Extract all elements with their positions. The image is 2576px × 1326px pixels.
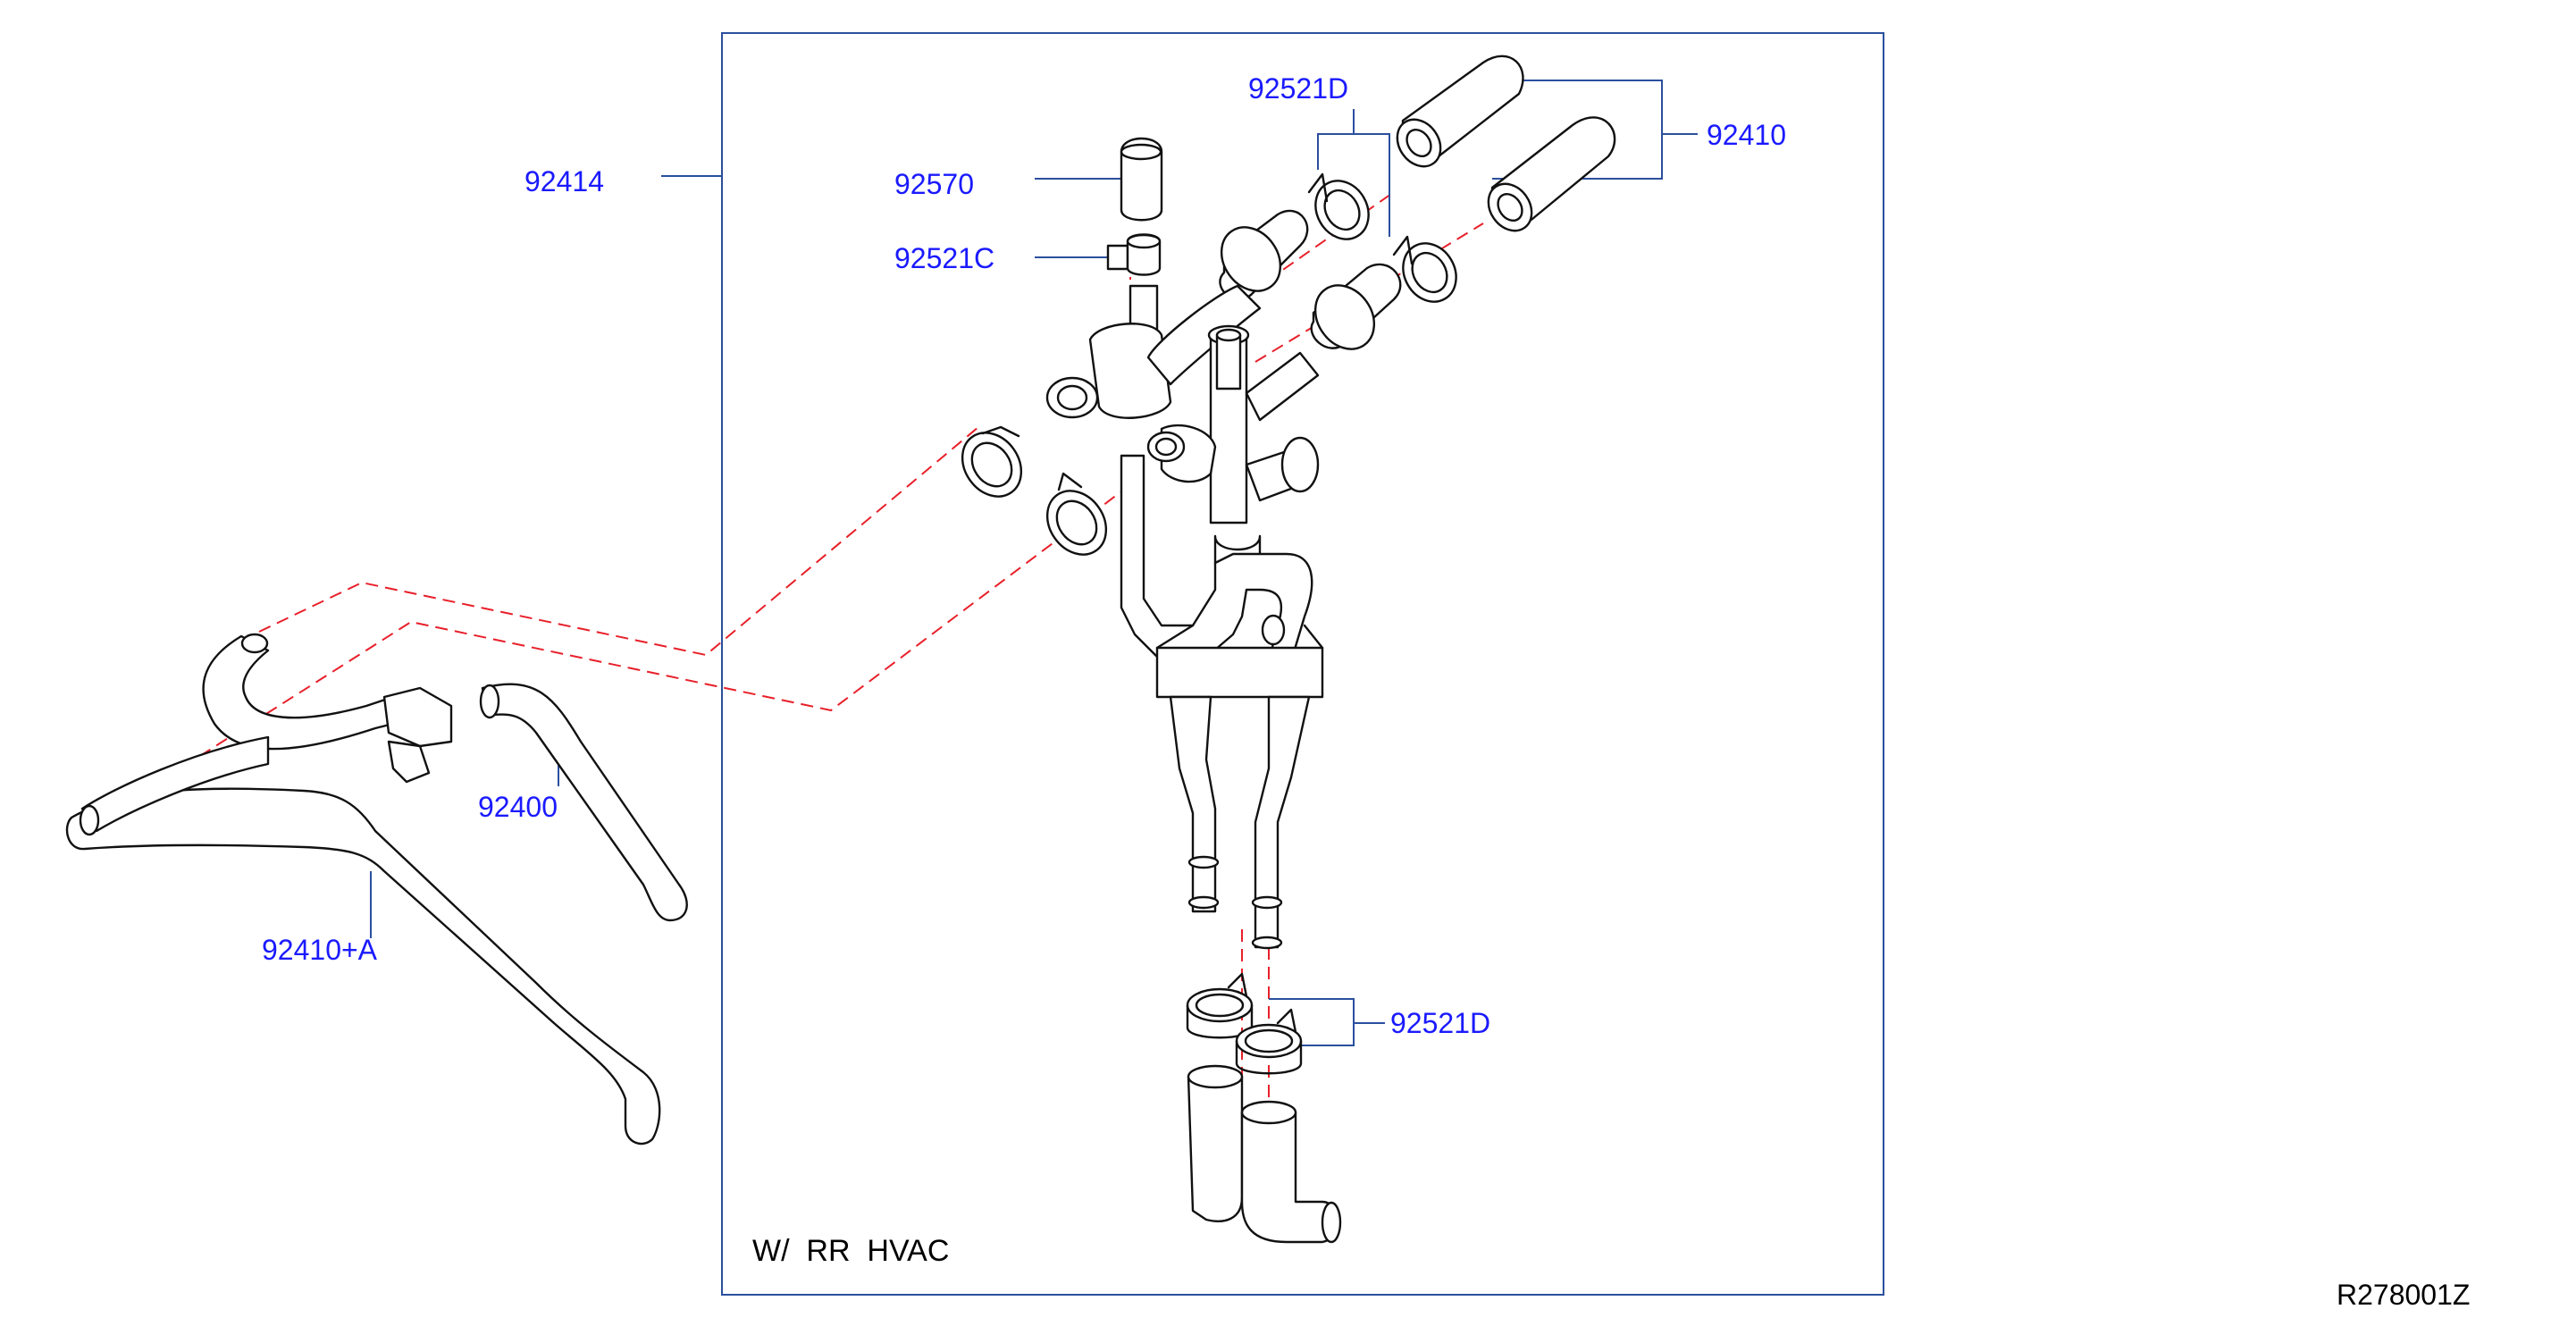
cap-92570: [1120, 137, 1163, 222]
rubber-sleeves: [1219, 209, 1402, 350]
label-92410A: 92410+A: [262, 934, 378, 966]
label-92400: 92400: [478, 791, 558, 823]
note-rr-hvac: W/ RR HVAC: [752, 1234, 949, 1268]
clamps-92521D-top: [1307, 172, 1457, 303]
label-92410: 92410: [1707, 119, 1786, 151]
clamps-left: [961, 425, 1108, 556]
label-92521D-bottom: 92521D: [1390, 1007, 1490, 1039]
clamps-92521D-bottom: [1186, 972, 1303, 1075]
diagram-frame: [721, 32, 1884, 1296]
hose-upper-with-connector: [79, 633, 453, 836]
clip-92521C: [1106, 233, 1162, 276]
hoses-bottom: [1187, 1064, 1342, 1244]
hose-92410: [1396, 55, 1616, 232]
water-valve-assembly: [1045, 284, 1324, 950]
label-92414: 92414: [524, 165, 604, 197]
hose-92400: [479, 683, 688, 922]
label-92521C: 92521C: [894, 242, 994, 274]
label-92521D-top: 92521D: [1248, 72, 1348, 105]
reference-code: R278001Z: [2337, 1279, 2470, 1311]
hose-92410A: [65, 787, 661, 1146]
label-92570: 92570: [894, 168, 974, 200]
